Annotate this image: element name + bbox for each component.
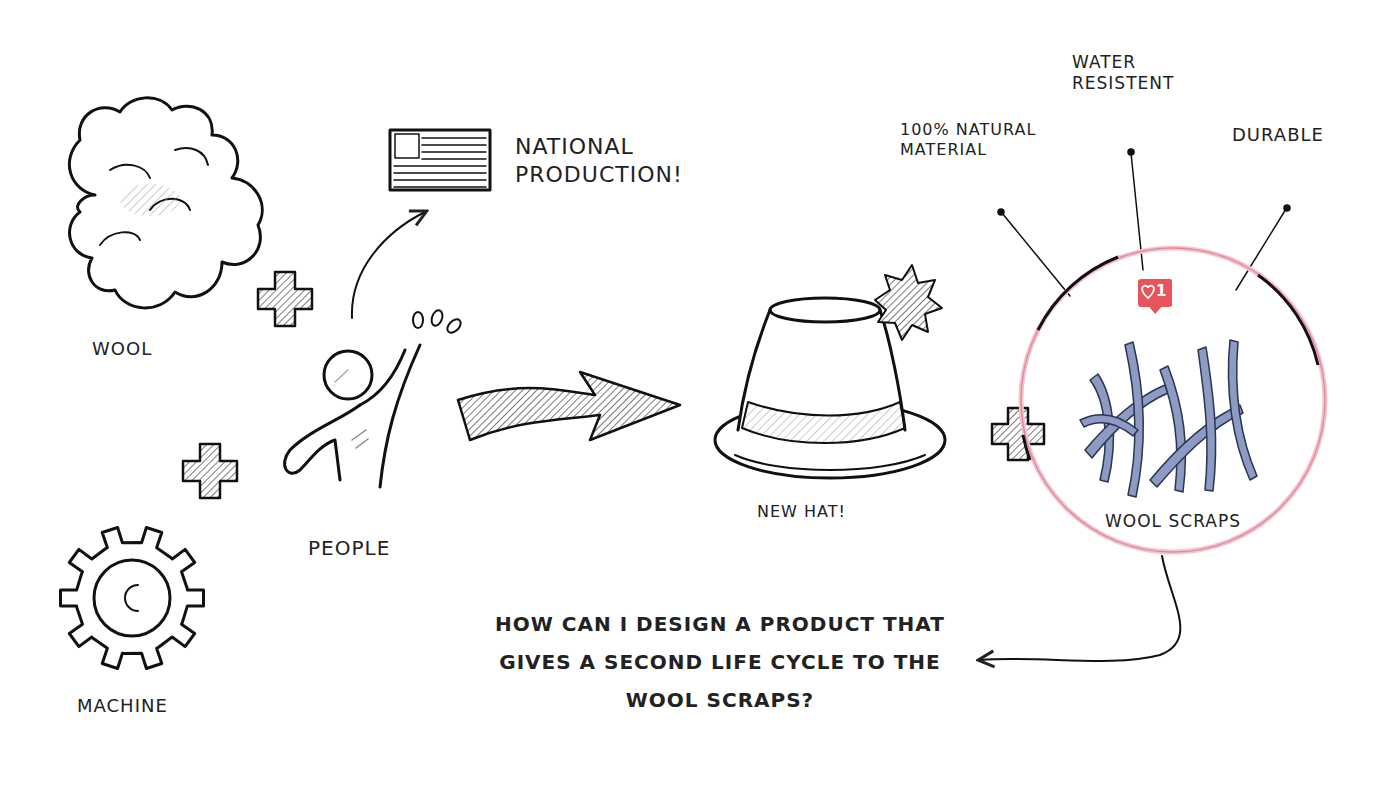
badge-shape [1138,279,1172,315]
like-count: 1 [1156,282,1166,300]
label: NATIONAL PRODUCTION! [515,133,730,188]
label: WOOL [92,338,152,361]
circle-outline [1018,245,1328,555]
label: PEOPLE [308,536,390,561]
label: HOW CAN I DESIGN A PRODUCT THAT GIVES A … [480,605,960,719]
node-label: WOOL SCRAPS [1018,511,1328,531]
label: WATER RESISTENT [1072,52,1212,95]
scraps-circle: WOOL SCRAPS 1 [1018,245,1328,555]
label: MACHINE [77,695,168,718]
like-badge: 1 [1138,279,1172,307]
label: DURABLE [1232,124,1324,147]
label: 100% NATURAL MATERIAL [900,120,1070,160]
label: NEW HAT! [757,502,846,522]
